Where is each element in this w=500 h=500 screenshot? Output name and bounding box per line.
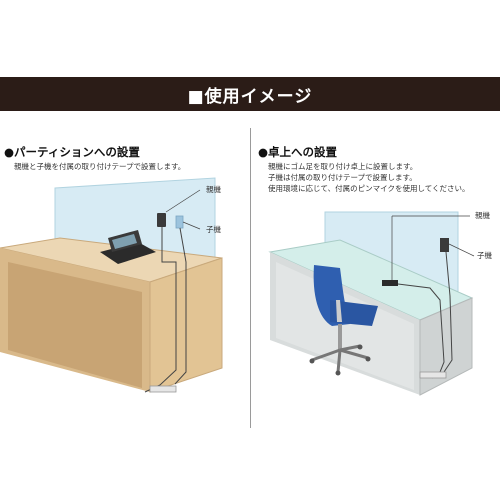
left-section-title: ●パーティションへの設置 — [4, 145, 140, 159]
left-child-label: 子機 — [206, 225, 221, 234]
right-illustration — [268, 211, 475, 396]
right-power-strip — [419, 371, 447, 379]
left-parent-label: 親機 — [206, 185, 221, 194]
right-section-line-1: 親機にゴム足を取り付け卓上に設置します。 — [268, 162, 418, 171]
left-child-unit — [175, 215, 184, 229]
right-parent-label: 親機 — [475, 211, 490, 220]
left-section-line-1: 親機と子機を付属の取り付けテープで設置します。 — [14, 162, 186, 171]
right-desk-side — [419, 297, 473, 396]
right-section-title: ●卓上への設置 — [258, 145, 338, 159]
right-child-label: 子機 — [477, 251, 492, 260]
left-power-strip — [149, 385, 177, 393]
right-section-line-3: 使用環境に応じて、付属のピンマイクを使用してください。 — [268, 184, 470, 193]
right-section-line-2: 子機は付属の取り付けテープで設置します。 — [268, 173, 417, 182]
section-divider — [250, 128, 251, 428]
header-banner: ■使用イメージ — [0, 77, 500, 111]
left-parent-unit — [157, 213, 166, 227]
left-terminal-device — [100, 242, 156, 264]
right-child-unit — [440, 238, 449, 252]
banner-title: ■使用イメージ — [187, 86, 313, 107]
left-illustration — [0, 177, 223, 393]
right-parent-unit — [382, 280, 398, 286]
office-chair — [309, 265, 378, 376]
